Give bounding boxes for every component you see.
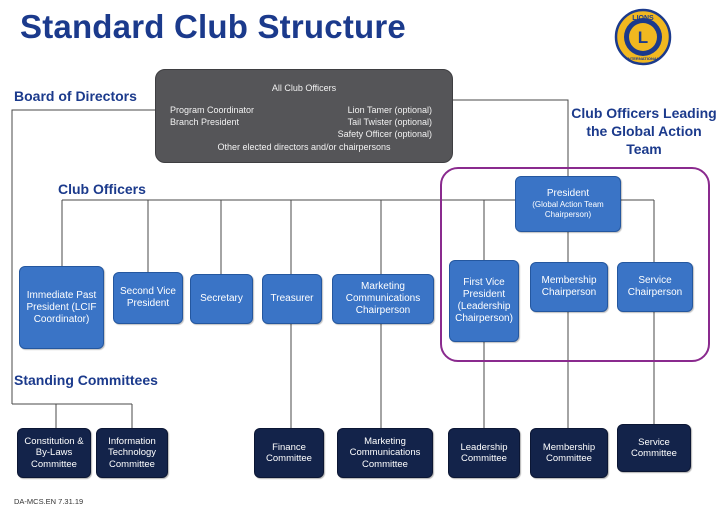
- officer-tail-twister: Tail Twister (optional): [347, 117, 432, 127]
- officer-lion-tamer: Lion Tamer (optional): [347, 105, 432, 115]
- global-action-team-frame: [440, 167, 710, 362]
- secretary-box: Secretary: [190, 274, 253, 324]
- membership-committee-box: Membership Committee: [530, 428, 608, 478]
- footer-code: DA-MCS.EN 7.31.19: [14, 497, 84, 506]
- treasurer-box: Treasurer: [262, 274, 322, 324]
- marketing-communications-chairperson-box: Marketing Communications Chairperson: [332, 274, 434, 324]
- standing-committees-label: Standing Committees: [14, 372, 158, 388]
- leadership-committee-box: Leadership Committee: [448, 428, 520, 478]
- officers-other-directors: Other elected directors and/or chairpers…: [217, 142, 391, 152]
- global-action-team-label: Club Officers Leading the Global Action …: [571, 105, 717, 157]
- information-technology-committee-box: Information Technology Committee: [96, 428, 168, 478]
- logo-text: LIONS: [632, 15, 654, 22]
- first-vice-president-box: First Vice President (Leadership Chairpe…: [449, 260, 519, 342]
- officer-safety-officer: Safety Officer (optional): [337, 129, 432, 139]
- club-officers-label: Club Officers: [58, 181, 146, 197]
- marketing-communications-committee-box: Marketing Communications Committee: [337, 428, 433, 478]
- president-title: President: [546, 188, 590, 199]
- officer-branch-president: Branch President: [170, 117, 240, 127]
- finance-committee-box: Finance Committee: [254, 428, 324, 478]
- president-box: President (Global Action Team Chairperso…: [515, 176, 621, 232]
- president-subtitle: (Global Action Team Chairperson): [532, 200, 604, 219]
- service-committee-box: Service Committee: [617, 424, 691, 472]
- second-vice-president-box: Second Vice President: [113, 272, 183, 324]
- all-club-officers-box: All Club Officers Program Coordinator Br…: [155, 69, 453, 163]
- officers-left-list: Program Coordinator Branch President: [170, 104, 254, 128]
- officer-program-coordinator: Program Coordinator: [170, 105, 255, 115]
- officers-right-list: Lion Tamer (optional) Tail Twister (opti…: [338, 104, 432, 140]
- logo-sub: INTERNATIONAL: [627, 56, 660, 61]
- service-chairperson-box: Service Chairperson: [617, 262, 693, 312]
- board-of-directors-label: Board of Directors: [14, 88, 137, 104]
- immediate-past-president-box: Immediate Past President (LCIF Coordinat…: [19, 266, 104, 349]
- constitution-bylaws-committee-box: Constitution & By-Laws Committee: [17, 428, 91, 478]
- logo-letter: L: [638, 28, 648, 47]
- membership-chairperson-box: Membership Chairperson: [530, 262, 608, 312]
- page-title: Standard Club Structure: [20, 8, 406, 45]
- all-club-officers-title: All Club Officers: [271, 83, 337, 93]
- lions-emblem-icon: L LIONS INTERNATIONAL: [614, 8, 672, 66]
